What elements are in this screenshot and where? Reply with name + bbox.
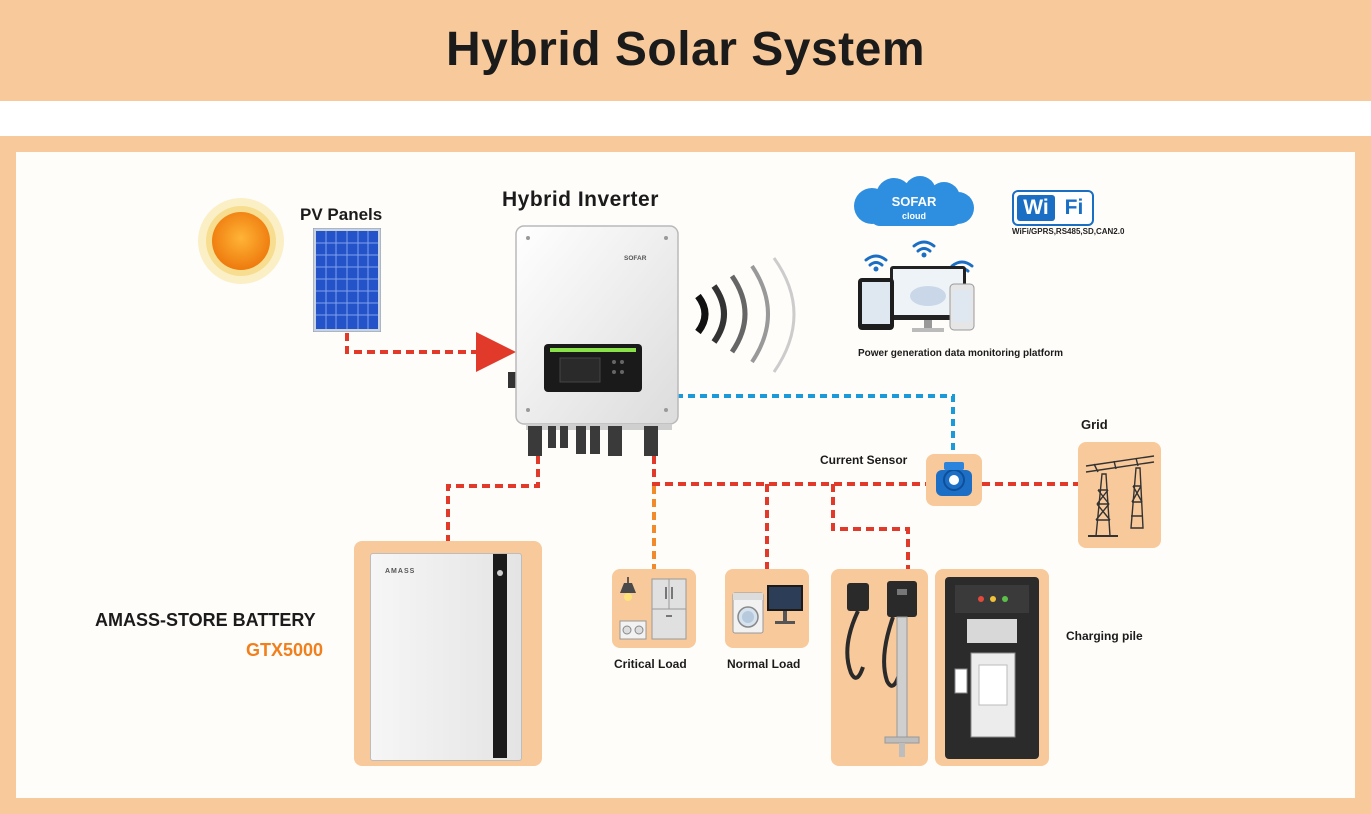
svg-text:SOFAR: SOFAR <box>892 194 937 209</box>
critical-load-appliances-icon <box>619 577 687 640</box>
svg-text:SOFAR: SOFAR <box>624 255 647 262</box>
battery-tile: AMASS <box>354 541 542 766</box>
current-sensor-icon <box>936 462 972 496</box>
grid-label: Grid <box>1081 417 1108 432</box>
grid-tile <box>1078 442 1161 548</box>
sun-icon <box>198 198 284 284</box>
communication-line <box>676 394 955 455</box>
pv-dc-line <box>345 332 516 372</box>
battery-dark-stripe <box>493 554 507 758</box>
monitoring-platform-label: Power generation data monitoring platfor… <box>858 348 1064 359</box>
normal-load-tile <box>725 569 809 648</box>
charging-station-tile <box>935 569 1049 766</box>
critical-load-tile <box>612 569 696 648</box>
hybrid-inverter-icon: SOFAR <box>508 225 679 456</box>
current-sensor-tile <box>926 454 982 506</box>
wireless-signal-icon <box>695 257 796 373</box>
title-banner: Hybrid Solar System <box>0 0 1371 101</box>
current-sensor-label: Current Sensor <box>820 453 908 467</box>
battery-dc-line <box>446 456 540 542</box>
sofar-cloud-logo: SOFAR cloud <box>854 176 974 226</box>
battery-power-button <box>497 570 503 576</box>
wifi-logo: Wi Fi <box>1012 190 1094 226</box>
battery-model-label: GTX5000 <box>246 640 324 660</box>
hybrid-inverter-label: Hybrid Inverter <box>502 188 659 211</box>
wifi-logo-part1: Wi <box>1017 195 1055 221</box>
battery-name-label: AMASS-STORE BATTERY <box>95 610 316 630</box>
charging-line <box>831 484 910 570</box>
wifi-protocols-text: WiFi/GPRS,RS485,SD,CAN2.0 <box>1012 227 1125 236</box>
svg-text:cloud: cloud <box>902 211 926 221</box>
charging-station-icon <box>945 577 1039 759</box>
wifi-logo-part2: Fi <box>1064 196 1084 219</box>
normal-load-label: Normal Load <box>727 657 801 671</box>
pv-panels-label: PV Panels <box>300 205 383 224</box>
wall-charger-tile <box>831 569 928 766</box>
pv-panel-icon <box>313 228 381 332</box>
power-tower-icon <box>1085 455 1155 537</box>
ac-bus-line <box>652 456 928 486</box>
ev-charger-icon <box>845 581 920 757</box>
page-title: Hybrid Solar System <box>446 23 925 76</box>
critical-load-label: Critical Load <box>614 657 687 671</box>
battery-brand-text: AMASS <box>385 568 416 575</box>
monitoring-devices-icon <box>858 240 975 332</box>
charging-pile-label: Charging pile <box>1066 629 1143 643</box>
normal-load-appliances-icon <box>732 585 803 634</box>
battery-unit: AMASS <box>370 553 522 761</box>
